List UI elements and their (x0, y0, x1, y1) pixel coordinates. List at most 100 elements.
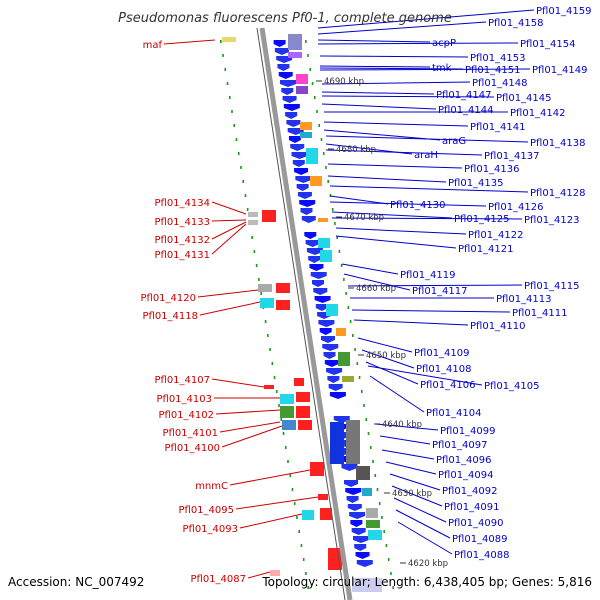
forward-gene-arrow (304, 232, 317, 239)
forward-label-leader (391, 485, 443, 507)
forward-gene-arrow (355, 552, 370, 559)
forward-gene-label: Pfl01_4094 (438, 470, 494, 481)
dotted-track-left (269, 348, 271, 351)
reverse-gene (302, 510, 314, 520)
forward-gene-label: araH (414, 150, 438, 161)
dotted-track-right (376, 488, 379, 491)
dotted-track-left (300, 544, 303, 547)
dotted-track-left (233, 124, 236, 127)
reverse-label-leader (235, 496, 319, 510)
dotted-track-left (293, 502, 296, 505)
reverse-gene-label: Pfl01_4120 (140, 293, 196, 304)
forward-label-leader (347, 284, 523, 287)
reverse-gene-label: Pfl01_4118 (142, 311, 198, 322)
reverse-label-leader (211, 219, 247, 222)
dotted-track-right (309, 68, 312, 71)
dotted-track-right (327, 180, 329, 183)
forward-gene-arrow (295, 176, 312, 183)
dotted-track-right (311, 82, 314, 85)
forward-gene-block (356, 466, 370, 480)
forward-gene-label: Pfl01_4142 (510, 108, 566, 119)
dotted-track-right (372, 460, 374, 463)
dotted-track-right (320, 138, 323, 141)
forward-gene-arrow (346, 496, 359, 503)
kbp-label: 4680 kbp (336, 145, 376, 155)
forward-label-leader (317, 21, 487, 35)
dotted-track-left (255, 264, 258, 267)
genome-backbone (259, 27, 353, 600)
reverse-gene (262, 210, 276, 222)
dotted-track-left (273, 376, 276, 379)
forward-gene-arrow (291, 152, 308, 159)
forward-gene-label: Pfl01_4147 (436, 90, 492, 101)
forward-gene-block (366, 520, 380, 528)
forward-label-leader (319, 55, 469, 58)
forward-label-leader (353, 319, 469, 326)
forward-gene-label: Pfl01_4144 (438, 105, 494, 116)
forward-label-leader (317, 39, 431, 43)
forward-gene-label: acpP (432, 38, 456, 49)
dotted-track-left (260, 292, 262, 295)
dotted-track-left (302, 558, 305, 561)
dotted-track-left (235, 138, 238, 141)
dotted-track-right (367, 432, 370, 435)
genome-summary: Topology: circular; Length: 6,438,405 bp… (261, 575, 592, 589)
dotted-track-right (369, 446, 372, 449)
forward-gene-arrow (273, 40, 286, 47)
dotted-track-left (264, 320, 267, 323)
forward-gene-label: Pfl01_4096 (436, 455, 492, 466)
forward-label-leader (397, 521, 453, 555)
dotted-track-right (347, 306, 350, 309)
forward-gene-arrow (282, 96, 297, 103)
forward-gene-arrow (286, 120, 301, 127)
forward-gene-label: Pfl01_4119 (400, 270, 456, 281)
reverse-label-leader (247, 571, 271, 579)
forward-gene-label: Pfl01_4153 (470, 53, 526, 64)
forward-gene-arrow (349, 512, 366, 519)
reverse-gene-label: mnmC (195, 481, 228, 492)
forward-gene-label: Pfl01_4088 (454, 550, 510, 561)
forward-gene-arrow (351, 528, 366, 535)
forward-gene-arrow (354, 544, 367, 551)
reverse-label-leader (197, 289, 259, 298)
reverse-gene-label: Pfl01_4132 (154, 235, 210, 246)
dotted-track-left (296, 516, 298, 519)
forward-gene-block (300, 122, 312, 130)
reverse-gene-label: Pfl01_4131 (154, 250, 210, 261)
dotted-track-left (237, 152, 240, 155)
reverse-gene (248, 212, 258, 217)
forward-label-leader (329, 201, 487, 207)
dotted-track-left (305, 572, 307, 575)
forward-label-leader (317, 9, 535, 29)
reverse-gene (276, 300, 290, 310)
dotted-track-right (358, 376, 361, 379)
forward-gene-block (310, 176, 322, 186)
forward-gene-label: Pfl01_4149 (532, 65, 588, 76)
forward-label-leader (365, 361, 419, 385)
reverse-gene (258, 284, 272, 292)
forward-gene-label: Pfl01_4121 (458, 244, 514, 255)
forward-gene-arrow (356, 560, 373, 567)
forward-gene-label: Pfl01_4106 (420, 380, 476, 391)
dotted-track-left (280, 418, 283, 421)
forward-gene-arrow (324, 360, 339, 367)
forward-gene-label: Pfl01_4110 (470, 321, 526, 332)
forward-gene-label: Pfl01_4137 (484, 151, 540, 162)
forward-label-leader (321, 91, 435, 95)
forward-gene-label: Pfl01_4111 (512, 308, 568, 319)
reverse-label-leader (239, 513, 303, 529)
dotted-track-right (378, 502, 381, 505)
reverse-label-leader (163, 39, 216, 45)
dotted-track-right (365, 418, 368, 421)
kbp-label: 4670 kbp (344, 213, 384, 223)
dotted-track-right (313, 96, 316, 99)
forward-gene-arrow (314, 296, 331, 303)
dotted-track-right (374, 474, 377, 477)
reverse-gene (280, 394, 294, 404)
forward-gene-block (342, 376, 354, 382)
dotted-track-right (363, 404, 365, 407)
kbp-label: 4660 kbp (356, 284, 396, 294)
forward-gene-block (338, 352, 350, 366)
forward-gene-label: araG (442, 136, 466, 147)
